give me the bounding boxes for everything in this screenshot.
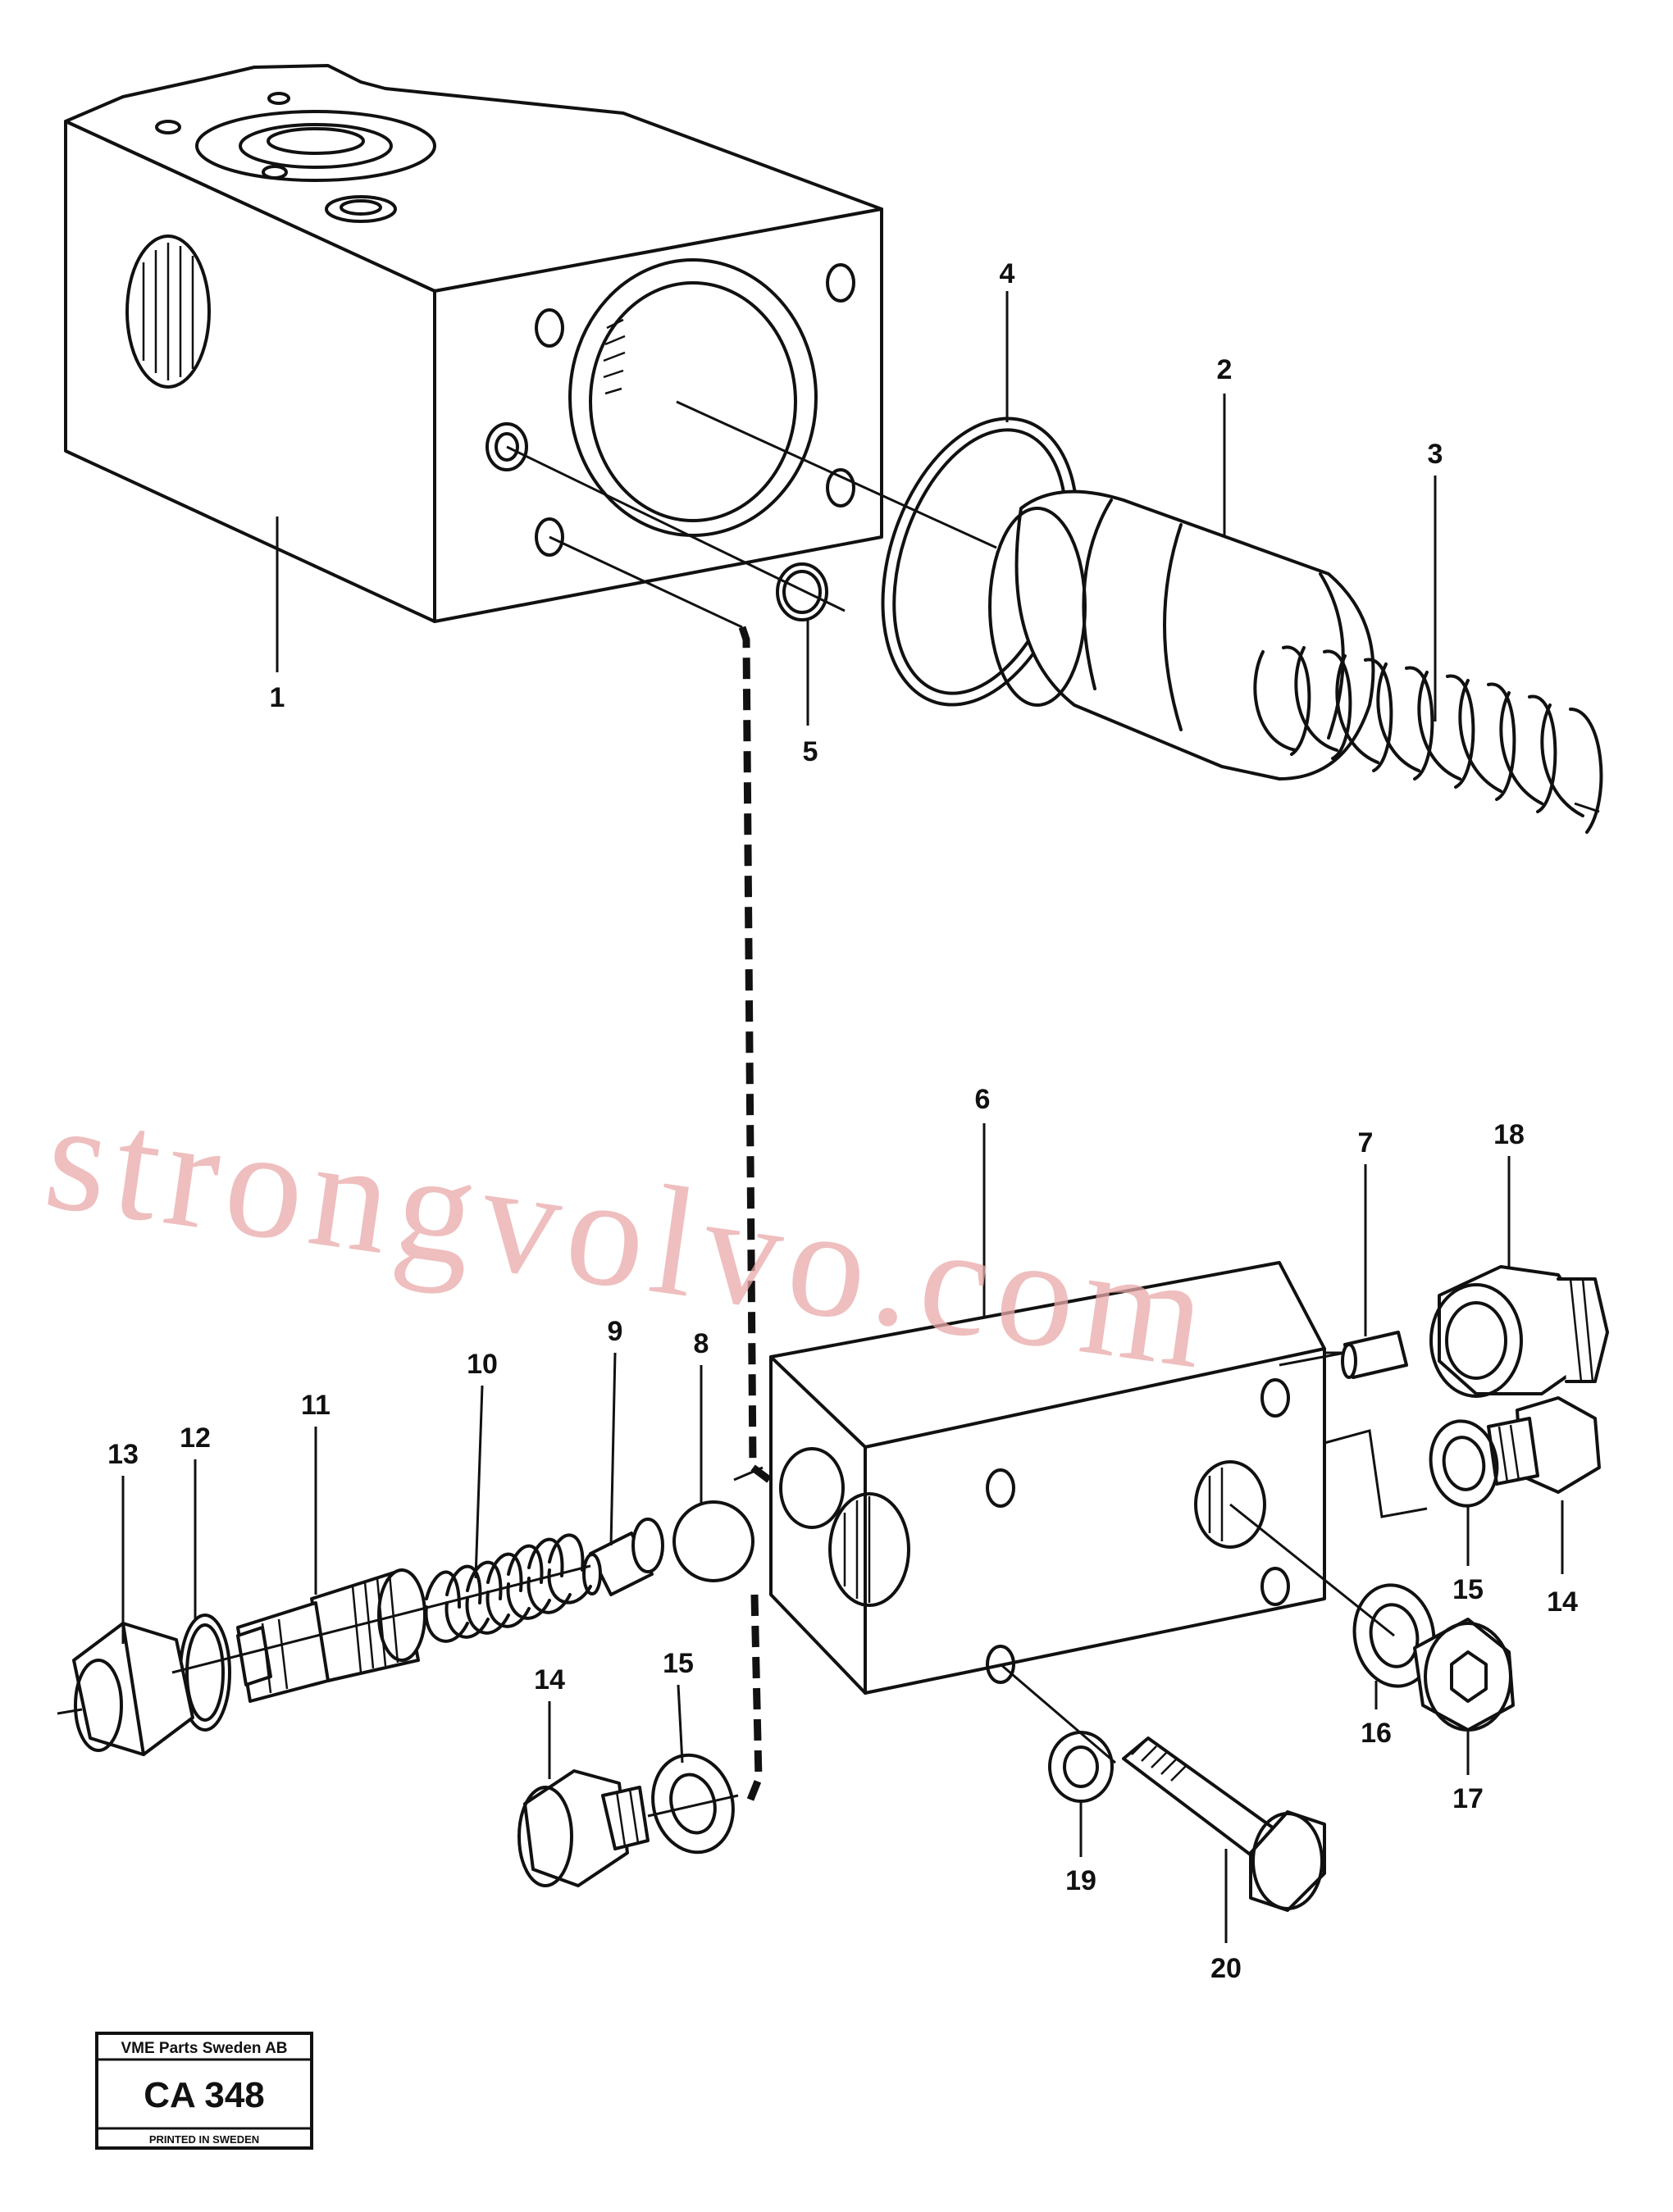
- vme-stamp: VME Parts Sweden AB CA 348 PRINTED IN SW…: [95, 2032, 313, 2150]
- callout-13: 13: [107, 1439, 139, 1470]
- part-13-nut: [57, 1622, 194, 1756]
- part-14-plug-left: [517, 1769, 650, 1887]
- callout-14-right: 14: [1547, 1586, 1578, 1618]
- part-7-pin: [1341, 1331, 1408, 1379]
- callout-10: 10: [467, 1349, 498, 1380]
- callout-17: 17: [1452, 1783, 1484, 1814]
- part-9-plunger: [582, 1518, 664, 1596]
- callout-18: 18: [1493, 1119, 1525, 1150]
- callout-4: 4: [1000, 258, 1015, 289]
- part-19-washer: [1048, 1731, 1114, 1803]
- callout-labels: 1 2 3 4 5 6 7 8 9 10 11 12 13 14 14 15 1…: [107, 258, 1578, 1984]
- callout-19: 19: [1065, 1865, 1096, 1896]
- part-2-piston: [988, 489, 1375, 781]
- part-17-socket-plug: [1413, 1618, 1515, 1732]
- watermark-text: strongvolvo.com: [36, 1069, 1224, 1403]
- part-18-union-fitting: [1429, 1265, 1609, 1398]
- callout-15-right: 15: [1452, 1574, 1484, 1605]
- callout-12: 12: [180, 1422, 211, 1454]
- part-15-washer-left: [651, 1753, 735, 1855]
- part-16-washer: [1352, 1583, 1436, 1688]
- part-5-small-seal: [776, 562, 828, 621]
- callout-16: 16: [1361, 1718, 1392, 1749]
- callout-7: 7: [1358, 1127, 1374, 1158]
- stamp-code: CA 348: [144, 2075, 265, 2115]
- part-8-ball: [672, 1500, 754, 1582]
- callout-20: 20: [1210, 1953, 1242, 1984]
- part-3-spring: [1253, 645, 1603, 834]
- callout-6: 6: [975, 1084, 991, 1115]
- part-11-adjuster: [236, 1568, 426, 1703]
- callout-1: 1: [270, 682, 285, 713]
- part-1-valve-housing: [64, 64, 883, 623]
- callout-3: 3: [1428, 439, 1443, 470]
- stamp-printed: PRINTED IN SWEDEN: [149, 2133, 259, 2146]
- callout-8: 8: [694, 1328, 709, 1359]
- part-15-washer-right: [1429, 1419, 1499, 1508]
- part-6-valve-block: [769, 1261, 1326, 1695]
- part-20-bolt: [1122, 1736, 1326, 1912]
- callout-11: 11: [301, 1390, 330, 1421]
- part-14-plug-right: [1487, 1396, 1601, 1494]
- callout-15-left: 15: [663, 1648, 694, 1679]
- stamp-company: VME Parts Sweden AB: [121, 2040, 287, 2057]
- part-10-spring: [424, 1533, 592, 1643]
- callout-14-left: 14: [534, 1664, 565, 1695]
- leader-lines: [121, 291, 1564, 1943]
- callout-2: 2: [1217, 354, 1233, 385]
- callout-5: 5: [803, 736, 818, 767]
- callout-9: 9: [608, 1316, 623, 1347]
